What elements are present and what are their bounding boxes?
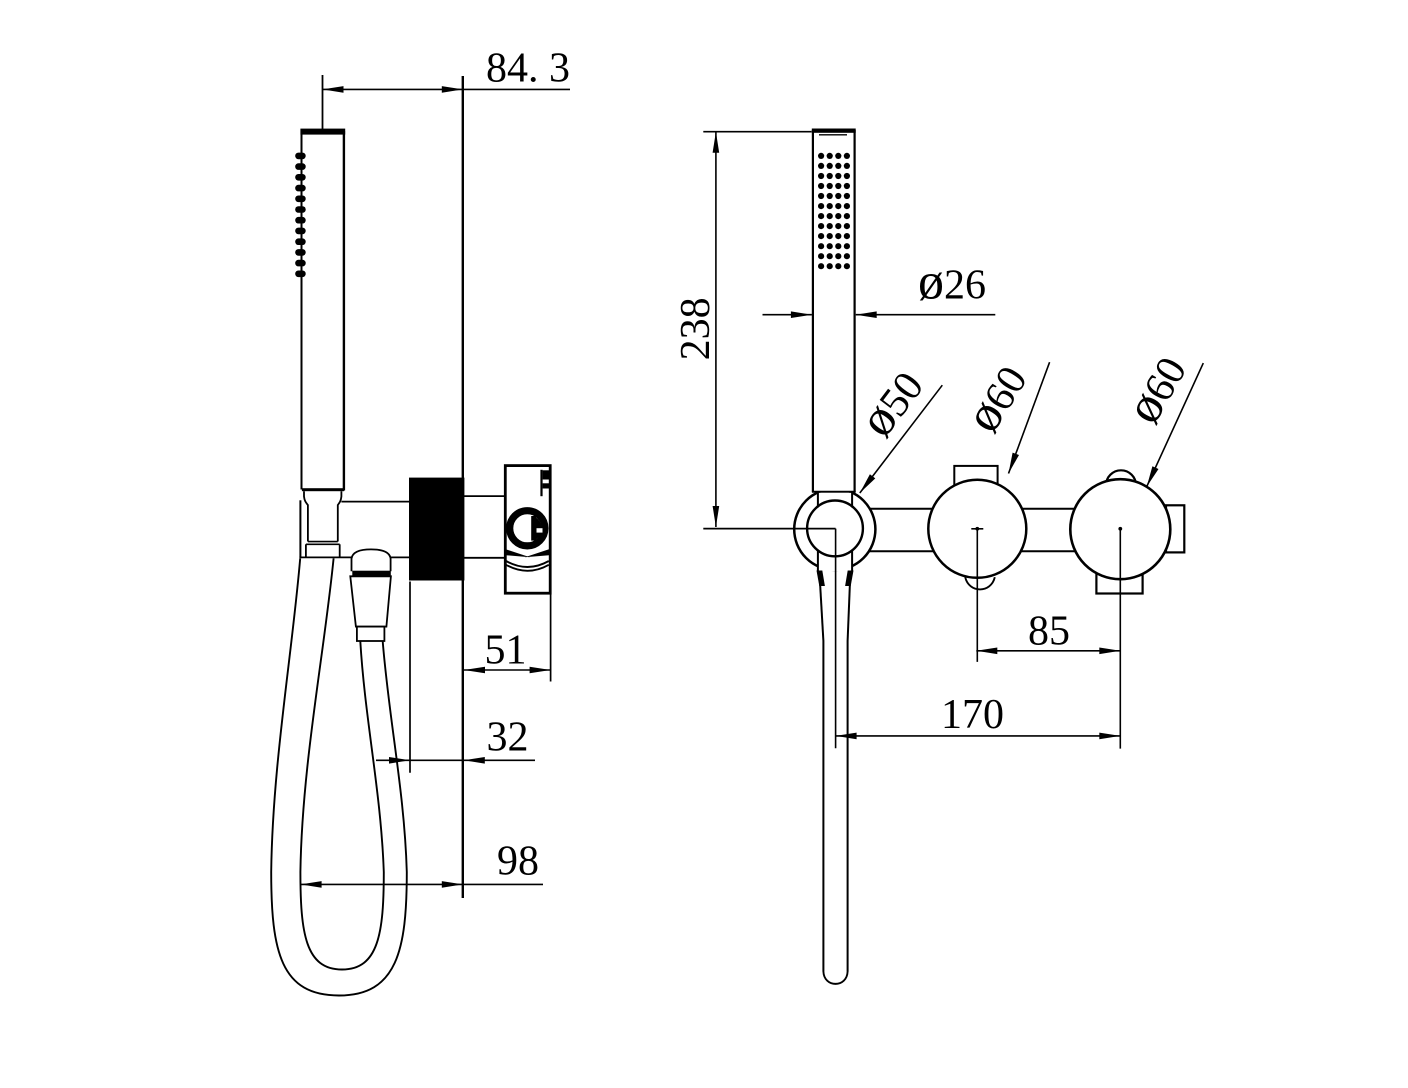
svg-text:85: 85 (1028, 609, 1070, 655)
svg-text:84. 3: 84. 3 (486, 46, 570, 92)
svg-text:ø26: ø26 (918, 253, 986, 310)
svg-text:51: 51 (485, 628, 527, 674)
svg-text:98: 98 (497, 839, 539, 885)
svg-text:32: 32 (487, 715, 529, 761)
svg-text:170: 170 (941, 692, 1004, 738)
svg-text:238: 238 (673, 297, 719, 360)
